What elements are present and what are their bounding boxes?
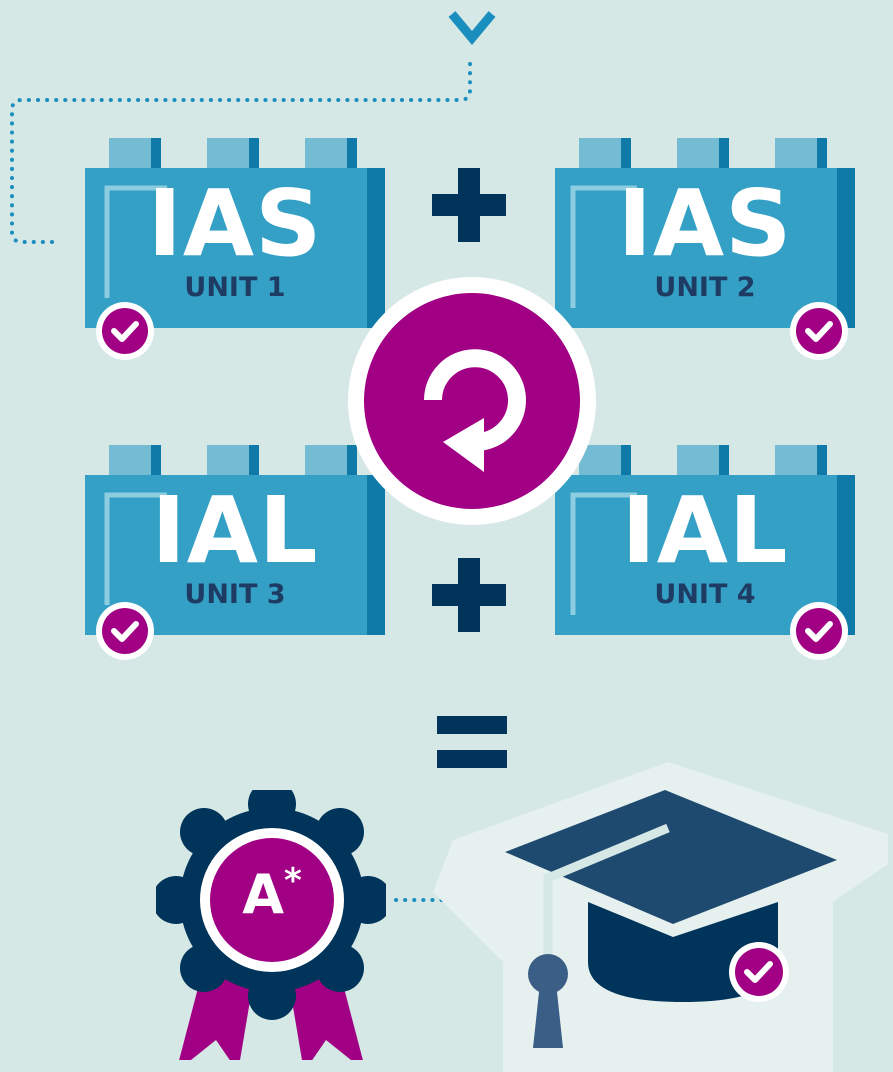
rosette-ribbon-icon <box>156 790 386 1060</box>
plus-icon <box>432 168 506 242</box>
grade-label: A* <box>232 864 312 922</box>
check-circle-icon <box>96 302 154 360</box>
chevron-down-icon <box>448 11 496 46</box>
unit-level-label: IAS <box>147 170 323 277</box>
check-circle-icon <box>96 602 154 660</box>
unit-number-label: UNIT 3 <box>184 579 286 610</box>
unit-level-label: IAS <box>617 170 793 277</box>
brick-icon <box>85 138 385 328</box>
unit-brick-2: IAS UNIT 2 <box>555 138 855 328</box>
unit-level-label: IAL <box>621 477 789 584</box>
grade-star: * <box>284 861 302 901</box>
unit-number-label: UNIT 2 <box>654 272 756 303</box>
unit-number-label: UNIT 4 <box>654 579 756 610</box>
graduation-cap-icon <box>433 762 888 1072</box>
grade-letter: A <box>242 863 284 926</box>
brick-icon <box>555 138 855 328</box>
unit-number-label: UNIT 1 <box>184 272 286 303</box>
unit-brick-1: IAS UNIT 1 <box>85 138 385 328</box>
dotted-connector-line <box>10 62 472 244</box>
equals-icon <box>437 716 507 768</box>
check-circle-icon <box>790 602 848 660</box>
plus-icon <box>432 558 506 632</box>
check-circle-icon <box>790 302 848 360</box>
unit-level-label: IAL <box>151 477 319 584</box>
circular-arrow-icon <box>348 277 596 525</box>
